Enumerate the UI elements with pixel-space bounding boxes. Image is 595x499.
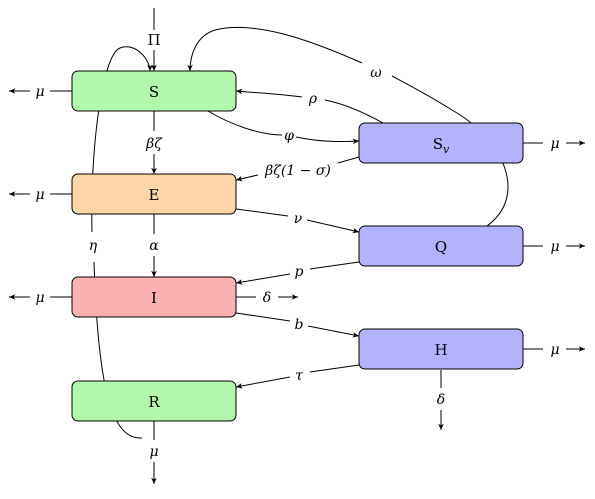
q-to-i-wire bbox=[309, 261, 360, 270]
rate-mu-q-label: μ bbox=[550, 239, 559, 255]
rate-rho-label: ρ bbox=[308, 91, 318, 107]
sv-to-e-arrow bbox=[235, 174, 259, 182]
compartment-r: R bbox=[71, 380, 237, 422]
compartment-i-label: I bbox=[151, 289, 157, 307]
rate-omega-label: ω bbox=[370, 65, 382, 81]
i-to-h-arrow bbox=[307, 325, 360, 338]
rate-alpha-label: α bbox=[149, 238, 159, 254]
compartment-s: S bbox=[71, 70, 237, 112]
i-to-h-wire bbox=[235, 312, 291, 322]
rate-mu-sv-label: μ bbox=[550, 136, 559, 152]
sv-to-s-arrow bbox=[235, 88, 303, 98]
rate-p-label: p bbox=[295, 264, 304, 280]
rate-tau-label: τ bbox=[295, 368, 303, 384]
rate-mu-e-label: μ bbox=[35, 187, 44, 203]
sv-to-e-wire bbox=[337, 156, 360, 164]
rate-mu-s-label: μ bbox=[35, 84, 44, 100]
compartment-i: I bbox=[71, 276, 237, 318]
rate-beta-zeta-sigma-label: βζ(1 − σ) bbox=[264, 163, 331, 179]
e-to-q-wire bbox=[235, 208, 289, 217]
rate-beta-zeta-label: βζ bbox=[145, 136, 163, 152]
compartment-h-label: H bbox=[434, 341, 447, 359]
s-to-sv-arrow bbox=[295, 136, 360, 145]
compartment-s-label: S bbox=[149, 83, 159, 101]
compartment-e-label: E bbox=[149, 186, 160, 204]
rate-mu-r-label: μ bbox=[149, 444, 158, 460]
q-to-i-arrow bbox=[235, 273, 291, 285]
compartment-r-box bbox=[71, 380, 237, 422]
rate-eta-label: η bbox=[89, 238, 98, 254]
sv-to-s-wire bbox=[324, 99, 384, 124]
rate-delta-i-label: δ bbox=[263, 290, 271, 306]
compartment-s-box bbox=[71, 70, 237, 112]
q-to-s-arrow-upper bbox=[187, 26, 363, 72]
compartment-sv: Sv bbox=[358, 122, 524, 164]
compartment-q: Q bbox=[358, 225, 524, 267]
compartment-sv-box bbox=[358, 122, 524, 164]
compartment-q-label: Q bbox=[435, 238, 447, 256]
s-to-sv-wire bbox=[207, 110, 283, 136]
e-to-q-arrow bbox=[306, 219, 360, 234]
compartment-sv-label: Sv bbox=[433, 135, 450, 156]
rate-delta-h-label: δ bbox=[437, 392, 445, 408]
h-to-r-wire bbox=[309, 364, 360, 373]
compartment-r-label: R bbox=[148, 393, 160, 411]
compartment-i-box bbox=[71, 276, 237, 318]
h-to-r-arrow bbox=[235, 376, 291, 389]
q-to-s-wire-lower bbox=[391, 75, 509, 227]
compartment-h-box bbox=[358, 328, 524, 370]
rate-pi-label: Π bbox=[147, 31, 160, 49]
compartment-q-box bbox=[358, 225, 524, 267]
compartment-e: E bbox=[71, 173, 237, 215]
rate-mu-h-label: μ bbox=[550, 342, 559, 358]
rate-phi-label: φ bbox=[284, 128, 294, 144]
rate-mu-i-label: μ bbox=[35, 290, 44, 306]
rate-labels: Π μ μ μ μ μ μ μ βζ α δ δ ω ρ φ βζ(1 − σ)… bbox=[35, 31, 559, 460]
rate-nu-label: ν bbox=[294, 211, 303, 227]
compartment-e-box bbox=[71, 173, 237, 215]
rate-b-label: b bbox=[295, 317, 304, 333]
compartment-h: H bbox=[358, 328, 524, 370]
